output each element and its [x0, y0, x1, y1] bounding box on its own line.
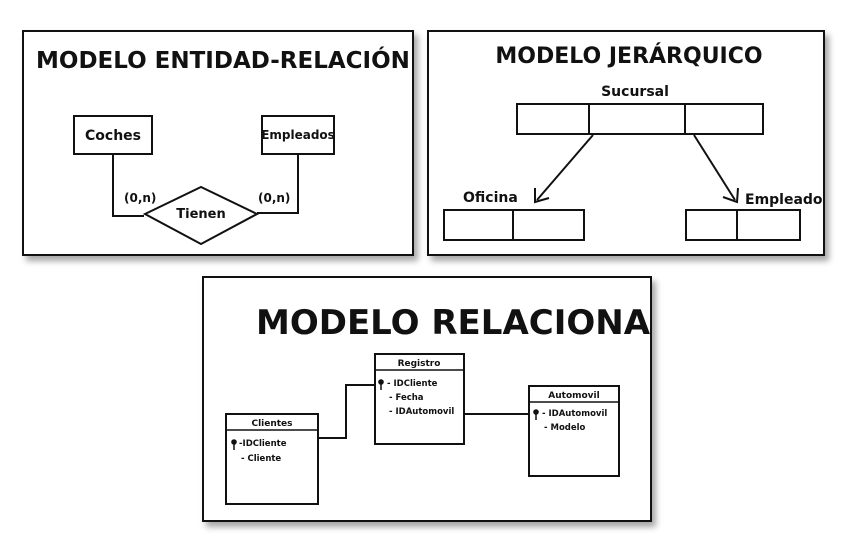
registro-field: - Fecha	[389, 393, 424, 403]
arrowhead-oficina	[534, 188, 550, 204]
root-label: Sucursal	[601, 84, 669, 100]
hierarchical-diagram: MODELO JERÁRQUICO Sucursal Oficina Emple…	[443, 43, 823, 241]
key-icon	[378, 379, 384, 390]
registro-field: - IDCliente	[387, 379, 438, 389]
hier-title: MODELO JERÁRQUICO	[495, 43, 762, 69]
arrow-to-empleado	[693, 134, 736, 201]
relation-label: Tienen	[176, 207, 225, 222]
table-clientes	[225, 413, 319, 505]
automovil-name: Automovil	[548, 391, 599, 401]
cardinality-left: (0,n)	[124, 191, 156, 205]
table-registro	[374, 353, 465, 445]
root-record	[516, 103, 764, 135]
er-diagram: MODELO ENTIDAD-RELACIÓN Coches Empleados…	[36, 46, 410, 246]
cardinality-right: (0,n)	[258, 191, 290, 205]
child2-label: Empleado	[745, 192, 823, 208]
connector-empleados	[257, 154, 299, 214]
registro-field: - IDAutomovil	[389, 407, 454, 417]
relation-diamond	[142, 185, 260, 246]
rel-title: MODELO RELACIONAL	[256, 303, 650, 343]
clientes-name: Clientes	[251, 419, 292, 429]
child1-label: Oficina	[463, 190, 518, 206]
empleado-record	[685, 209, 801, 241]
relational-model-panel: MODELO RELACIONAL Clientes -IDCliente - …	[202, 276, 652, 522]
relational-diagram: MODELO RELACIONAL Clientes -IDCliente - …	[225, 303, 650, 505]
arrow-to-oficina	[536, 134, 594, 201]
key-icon	[231, 439, 237, 450]
clientes-field: -IDCliente	[239, 439, 287, 449]
table-automovil	[528, 385, 620, 477]
entity-empleados-label: Empleados	[261, 128, 335, 142]
registro-name: Registro	[398, 359, 441, 369]
automovil-field: - Modelo	[544, 423, 586, 433]
automovil-field: - IDAutomovil	[542, 409, 607, 419]
entity-coches-label: Coches	[85, 128, 141, 144]
er-title: MODELO ENTIDAD-RELACIÓN	[36, 46, 410, 74]
arrowhead-empleado	[722, 187, 739, 204]
key-icon	[533, 409, 539, 420]
connector-clientes-registro	[318, 384, 375, 439]
hierarchical-model-panel: MODELO JERÁRQUICO Sucursal Oficina Emple…	[427, 30, 825, 256]
er-model-panel: MODELO ENTIDAD-RELACIÓN Coches Empleados…	[22, 30, 414, 256]
clientes-field: - Cliente	[241, 454, 281, 464]
connector-coches	[112, 154, 144, 217]
